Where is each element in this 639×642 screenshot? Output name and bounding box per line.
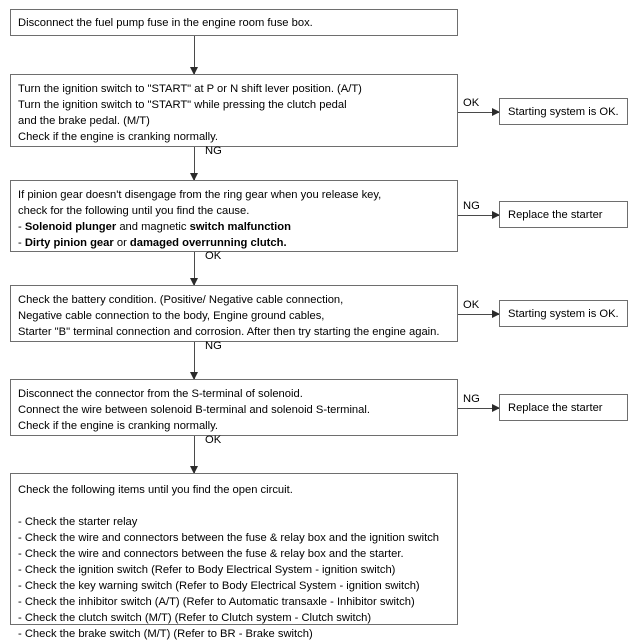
connector-step2-step3-label: NG — [205, 145, 222, 157]
step-3-line-4-seg-2: Dirty pinion gear — [24, 237, 114, 249]
step-4-line-2: Negative cable connection to the body, E… — [18, 310, 325, 322]
arrowhead-right-icon — [492, 211, 500, 219]
result-2-label: Replace the starter — [508, 209, 603, 221]
step-6-item-3: - Check the wire and connectors between … — [18, 548, 404, 560]
step-3-line-1: If pinion gear doesn't disengage from th… — [18, 189, 382, 201]
connector-step4-step5-label: NG — [205, 340, 222, 352]
step-3-line-3-seg-2: Solenoid plunger — [24, 221, 117, 233]
step-5-line-3: Check if the engine is cranking normally… — [18, 420, 219, 432]
connector-step2-step3: NG — [190, 145, 222, 181]
connector-step5-step6: OK — [190, 434, 221, 474]
step-box-3: If pinion gear doesn't disengage from th… — [10, 180, 458, 252]
step-4-line-3: Starter "B" terminal connection and corr… — [18, 326, 440, 338]
connector-step3-step4: OK — [190, 250, 221, 286]
step-3-line-4: - Dirty pinion gear or damaged overrunni… — [18, 235, 457, 251]
arrowhead-down-icon — [190, 466, 198, 474]
connector-step5-step6-label: OK — [205, 434, 222, 446]
result-box-2: Replace the starter — [499, 201, 628, 228]
connector-step3-step4-label: OK — [205, 250, 222, 262]
step-5-line-2: Connect the wire between solenoid B-term… — [18, 404, 370, 416]
step-box-6: Check the following items until you find… — [10, 473, 458, 640]
step-2-line-3: and the brake pedal. (M/T) — [18, 115, 150, 127]
step-3-line-4-seg-1: - — [18, 237, 25, 249]
step-2-line-4: Check if the engine is cranking normally… — [18, 131, 219, 143]
connector-step4-step5: NG — [190, 340, 222, 380]
result-box-3: Starting system is OK. — [499, 300, 628, 327]
step-3-line-3-seg-1: - — [18, 221, 25, 233]
arrowhead-down-icon — [190, 278, 198, 286]
step-6-line-1: Check the following items until you find… — [18, 484, 293, 496]
result-box-1: Starting system is OK. — [499, 98, 628, 125]
step-6-item-7: - Check the clutch switch (M/T) (Refer t… — [18, 612, 372, 624]
result-box-4: Replace the starter — [499, 394, 628, 421]
connector-step1-step2 — [190, 36, 198, 75]
step-3-line-3: - Solenoid plunger and magnetic switch m… — [18, 219, 457, 235]
step-6-item-1: - Check the starter relay — [18, 516, 138, 528]
step-3-line-4-seg-4: damaged overrunning clutch. — [129, 237, 287, 249]
result-1-label: Starting system is OK. — [508, 106, 619, 118]
branch-step5-ng-label: NG — [463, 393, 480, 405]
step-3-line-4-seg-3: or — [113, 237, 130, 249]
branch-step3-ng: NG — [458, 200, 500, 219]
arrowhead-down-icon — [190, 67, 198, 75]
step-2-line-2: Turn the ignition switch to "START" whil… — [18, 99, 347, 111]
step-2-line-1: Turn the ignition switch to "START" at P… — [18, 83, 362, 95]
step-6-item-6: - Check the inhibitor switch (A/T) (Refe… — [18, 596, 415, 608]
branch-step4-ok: OK — [458, 299, 500, 318]
step-6-item-5: - Check the key warning switch (Refer to… — [18, 580, 420, 592]
branch-step5-ng: NG — [458, 393, 500, 412]
step-box-4: Check the battery condition. (Positive/ … — [10, 285, 458, 342]
step-1-line-1: Disconnect the fuel pump fuse in the eng… — [18, 17, 313, 29]
step-6-item-8: - Check the brake switch (M/T) (Refer to… — [18, 628, 313, 640]
step-4-line-1: Check the battery condition. (Positive/ … — [18, 294, 344, 306]
step-3-line-3-seg-3: and magnetic — [116, 221, 190, 233]
arrowhead-down-icon — [190, 173, 198, 181]
step-3-line-3-seg-4: switch malfunction — [189, 221, 291, 233]
arrowhead-right-icon — [492, 404, 500, 412]
step-box-5: Disconnect the connector from the S-term… — [10, 379, 458, 436]
step-6-spacer — [18, 498, 457, 514]
arrowhead-right-icon — [492, 108, 500, 116]
step-3-line-2: check for the following until you find t… — [18, 205, 250, 217]
step-6-item-4: - Check the ignition switch (Refer to Bo… — [18, 564, 396, 576]
arrowhead-down-icon — [190, 372, 198, 380]
branch-step2-ok: OK — [458, 97, 500, 116]
arrowhead-right-icon — [492, 310, 500, 318]
result-3-label: Starting system is OK. — [508, 308, 619, 320]
branch-step2-ok-label: OK — [463, 97, 480, 109]
branch-step4-ok-label: OK — [463, 299, 480, 311]
step-6-item-2: - Check the wire and connectors between … — [18, 532, 440, 544]
step-box-1: Disconnect the fuel pump fuse in the eng… — [10, 9, 458, 36]
result-4-label: Replace the starter — [508, 402, 603, 414]
step-5-line-1: Disconnect the connector from the S-term… — [18, 388, 303, 400]
branch-step3-ng-label: NG — [463, 200, 480, 212]
step-box-2: Turn the ignition switch to "START" at P… — [10, 74, 458, 147]
